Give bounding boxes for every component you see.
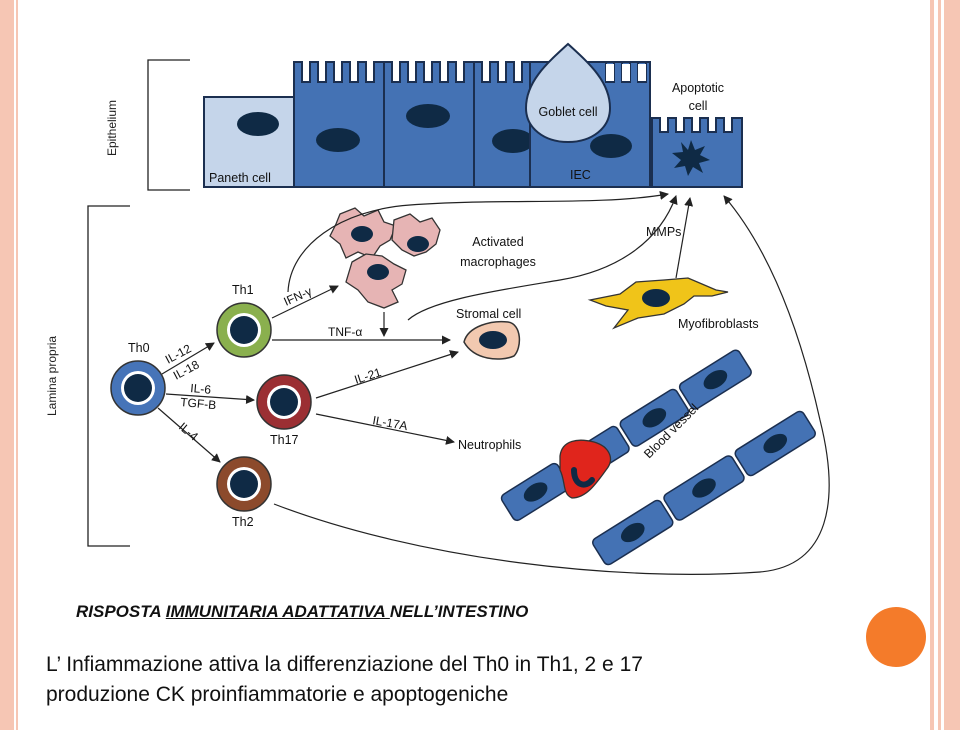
body-line-2: produzione CK proinfiammatorie e apoptog… (46, 683, 509, 706)
cytokine-tgfb: TGF-B (180, 395, 217, 412)
cytokine-il4: IL-4 (176, 420, 201, 444)
lamina-propria-label: Lamina propria (45, 336, 59, 416)
goblet-cell (524, 42, 612, 144)
goblet-cell-label: Goblet cell (538, 105, 597, 119)
myofibroblast (587, 277, 729, 330)
epithelium-label: Epithelium (105, 100, 119, 156)
th17-cell (256, 374, 312, 430)
left-decorative-stripe (0, 0, 14, 730)
caption-part-2: IMMUNITARIA ADATTATIVA (165, 602, 390, 621)
paneth-cell-label: Paneth cell (209, 171, 271, 185)
iec-nucleus-4 (590, 134, 632, 158)
slide-caption: RISPOSTA IMMUNITARIA ADATTATIVA NELL’INT… (76, 602, 528, 622)
iec-cell-3 (473, 61, 531, 188)
paneth-nucleus (237, 112, 279, 136)
th2-label: Th2 (232, 515, 254, 529)
cytokine-il17a: IL-17A (371, 413, 408, 433)
stromal-cell (463, 320, 521, 360)
th0-label: Th0 (128, 341, 150, 355)
cytokine-il6: IL-6 (190, 381, 212, 397)
apoptotic-label-1: Apoptotic (672, 81, 724, 95)
caption-part-1: RISPOSTA (76, 602, 166, 621)
right-decorative-stripes (930, 0, 960, 730)
iec-label: IEC (570, 168, 591, 182)
left-decorative-line (16, 0, 18, 730)
slide-body-text: L’ Infiammazione attiva la differenziazi… (46, 650, 866, 710)
th1-cell (216, 302, 272, 358)
iec-nucleus-3 (492, 129, 534, 153)
stromal-cell-label: Stromal cell (456, 307, 521, 321)
th17-label: Th17 (270, 433, 299, 447)
th1-label: Th1 (232, 283, 254, 297)
activated-macrophages (329, 207, 441, 309)
body-line-1: L’ Infiammazione attiva la differenziazi… (46, 653, 643, 676)
th0-cell (110, 360, 166, 416)
neutrophils-label: Neutrophils (458, 438, 521, 452)
th2-cell (216, 456, 272, 512)
mmps-label: MMPs (646, 225, 681, 239)
iec-nucleus-2 (406, 104, 450, 128)
blood-vessel (500, 349, 816, 566)
apoptotic-nucleus (672, 140, 710, 176)
lamina-propria-bracket (87, 205, 130, 547)
iec-nucleus-1 (316, 128, 360, 152)
activated-macrophages-label-1: Activated (472, 235, 523, 249)
iec-cell-1 (293, 61, 385, 188)
epithelial-layer: Paneth cell Goblet cell IEC Apoptotic ce… (203, 42, 743, 188)
intestinal-immunity-diagram: Epithelium Lamina propria Paneth cell Go… (45, 42, 830, 575)
paneth-cell (203, 96, 295, 188)
caption-part-3: NELL’INTESTINO (389, 602, 529, 621)
epithelium-bracket (147, 59, 190, 191)
cytokine-tnf-alpha: TNF-α (328, 325, 362, 339)
activated-macrophages-label-2: macrophages (460, 255, 536, 269)
apoptotic-label-2: cell (689, 99, 708, 113)
orange-circle-decoration (866, 607, 926, 667)
iec-cell-4-villi (605, 61, 647, 83)
cytokine-il21: IL-21 (353, 365, 384, 387)
myofibroblasts-label: Myofibroblasts (678, 317, 759, 331)
arrows (157, 190, 830, 575)
neutrophil (559, 439, 611, 499)
